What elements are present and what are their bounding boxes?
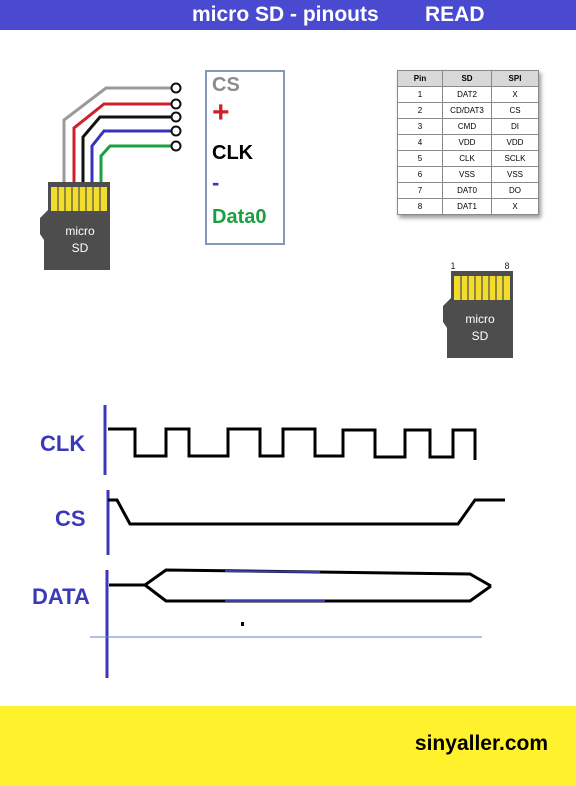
table-cell: 6 (397, 166, 443, 183)
legend-clk: CLK (212, 142, 254, 164)
table-cell: CMD (442, 118, 492, 135)
table-cell: DAT1 (442, 198, 492, 215)
legend-cs: CS (212, 74, 240, 96)
left-card-label-2: SD (72, 241, 89, 255)
left-card-label-1: micro (65, 224, 95, 238)
table-cell: 4 (397, 134, 443, 151)
page-title: micro SD - pinouts (192, 3, 379, 26)
table-cell: CD/DAT3 (442, 102, 492, 119)
table-cell: X (491, 198, 539, 215)
table-cell: DAT2 (442, 86, 492, 103)
legend-data0: Data0 (212, 206, 267, 228)
table-cell: VDD (491, 134, 539, 151)
table-cell: DAT0 (442, 182, 492, 199)
table-cell: 3 (397, 118, 443, 135)
table-cell: X (491, 86, 539, 103)
data-waveform (109, 568, 492, 603)
table-cell: 8 (397, 198, 443, 215)
right-card-label-1: micro (465, 312, 495, 326)
left-card-wiring (62, 82, 182, 186)
right-micro-sd-card: 1 8 micro SD (443, 261, 513, 358)
right-card-label-2: SD (472, 329, 489, 343)
table-cell: 7 (397, 182, 443, 199)
pin-8-label: 8 (504, 261, 509, 271)
cs-waveform (108, 498, 505, 526)
table-header-row: Pin SD SPI (397, 70, 539, 87)
footer-banner: sinyaller.com (0, 706, 576, 786)
left-micro-sd-card: micro SD (40, 182, 110, 270)
table-cell: CLK (442, 150, 492, 167)
column-header-spi: SPI (491, 70, 539, 87)
table-cell: DI (491, 118, 539, 135)
signal-label-data: DATA (32, 584, 90, 609)
table-cell: VSS (442, 166, 492, 183)
column-header-sd: SD (442, 70, 492, 87)
pin-1-label: 1 (450, 261, 455, 271)
legend-minus: - (212, 170, 220, 195)
table-cell: 2 (397, 102, 443, 119)
legend-plus: + (212, 96, 230, 129)
column-header-pin: Pin (397, 70, 443, 87)
footer-site-name: sinyaller.com (414, 732, 548, 755)
table-cell: VDD (442, 134, 492, 151)
title-bar: micro SD - pinouts READ (0, 0, 576, 30)
table-cell: 1 (397, 86, 443, 103)
wire-color-legend: CS + CLK - Data0 (205, 70, 285, 245)
page-mode: READ (425, 3, 485, 26)
table-cell: CS (491, 102, 539, 119)
table-cell: 5 (397, 150, 443, 167)
table-cell: SCLK (491, 150, 539, 167)
timing-axes (90, 405, 482, 678)
clk-waveform (108, 427, 477, 460)
signal-label-cs: CS (55, 506, 86, 531)
table-cell: VSS (491, 166, 539, 183)
table-cell: DO (491, 182, 539, 199)
signal-label-clk: CLK (40, 431, 86, 456)
